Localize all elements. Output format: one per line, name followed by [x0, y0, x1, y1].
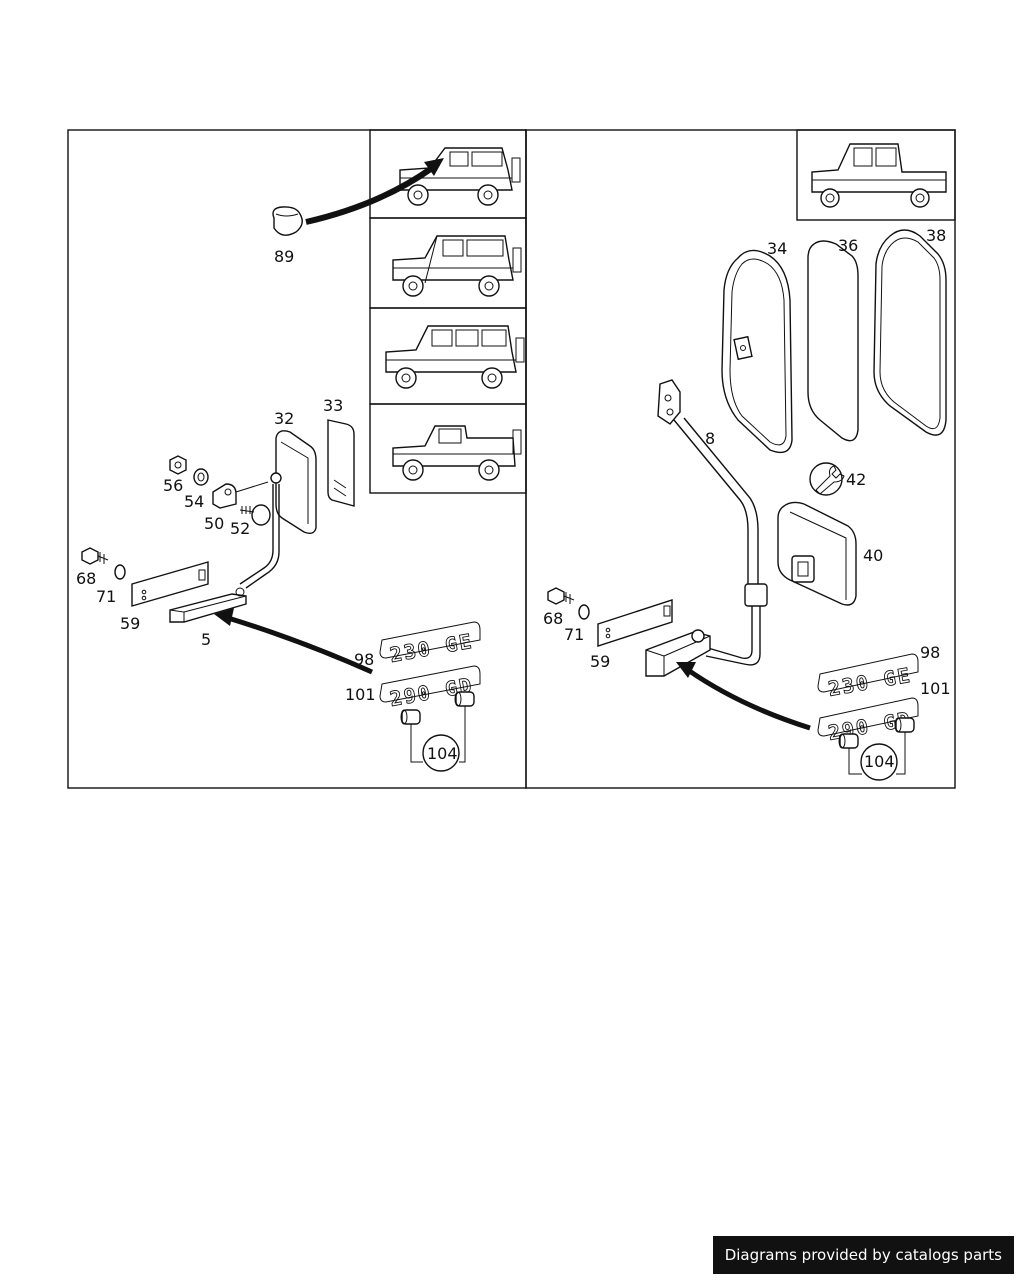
hardware-68-71-left [81, 547, 126, 580]
callout-59-right: 59 [590, 652, 610, 671]
bracket-right [645, 629, 711, 677]
callout-68-right: 68 [543, 609, 563, 628]
part-89-cap [272, 206, 303, 236]
callout-89: 89 [274, 247, 294, 266]
hardware-left [169, 455, 271, 526]
mirror-housing-34 [721, 249, 793, 454]
clips-104-right [838, 717, 915, 781]
vehicle-thumb-frame-right [796, 129, 956, 221]
arrow-89-to-vehicle [305, 158, 444, 225]
vehicle-swb-wagon-icon [392, 235, 522, 297]
wrench-42-icon [809, 462, 845, 496]
arrow-emblem-to-bracket-left [214, 608, 374, 675]
callout-71: 71 [96, 587, 116, 606]
mirror-seal-38 [873, 229, 947, 436]
vehicle-cabrio-icon [392, 425, 522, 481]
mounting-plate-59-left [131, 561, 209, 607]
vehicle-pickup-icon [811, 143, 947, 208]
callout-38: 38 [926, 226, 946, 245]
mirror-glass-36 [807, 240, 859, 442]
callout-50: 50 [204, 514, 224, 533]
clips-104-left [400, 691, 475, 772]
mirror-head-40 [777, 501, 857, 606]
callout-101-right: 101 [920, 679, 951, 698]
emblem-230ge-left: 230 GE [388, 629, 475, 667]
callout-59: 59 [120, 614, 140, 633]
mounting-plate-59-right [597, 599, 673, 647]
hardware-68-71-right [547, 587, 590, 620]
callout-42: 42 [846, 470, 866, 489]
callout-52: 52 [230, 519, 250, 538]
callout-98-right: 98 [920, 643, 940, 662]
callout-104-right: 104 [864, 752, 895, 771]
callout-98: 98 [354, 650, 374, 669]
vehicle-lwb-icon [385, 325, 525, 389]
callout-68: 68 [76, 569, 96, 588]
vehicle-thumbnails-left [369, 129, 527, 494]
callout-104: 104 [427, 744, 458, 763]
callout-101: 101 [345, 685, 376, 704]
vehicle-swb-icon [399, 147, 521, 206]
emblem-230ge-right: 230 GE [826, 663, 913, 701]
bracket-5-left [169, 587, 247, 623]
mirror-arm-left [239, 472, 282, 589]
callout-36: 36 [838, 236, 858, 255]
footer-credit: Diagrams provided by catalogs parts [712, 1236, 1014, 1274]
mirror-32 [275, 430, 317, 535]
callout-8: 8 [705, 429, 715, 448]
callout-54: 54 [184, 492, 204, 511]
callout-34: 34 [767, 239, 787, 258]
callout-71-right: 71 [564, 625, 584, 644]
mirror-glass-33 [327, 419, 355, 507]
callout-40: 40 [863, 546, 883, 565]
callout-33: 33 [323, 396, 343, 415]
callout-5: 5 [201, 630, 211, 649]
callout-56: 56 [163, 476, 183, 495]
mirror-arm-8 [657, 379, 768, 666]
arrow-emblem-to-bracket-right [676, 662, 811, 731]
callout-32: 32 [274, 409, 294, 428]
